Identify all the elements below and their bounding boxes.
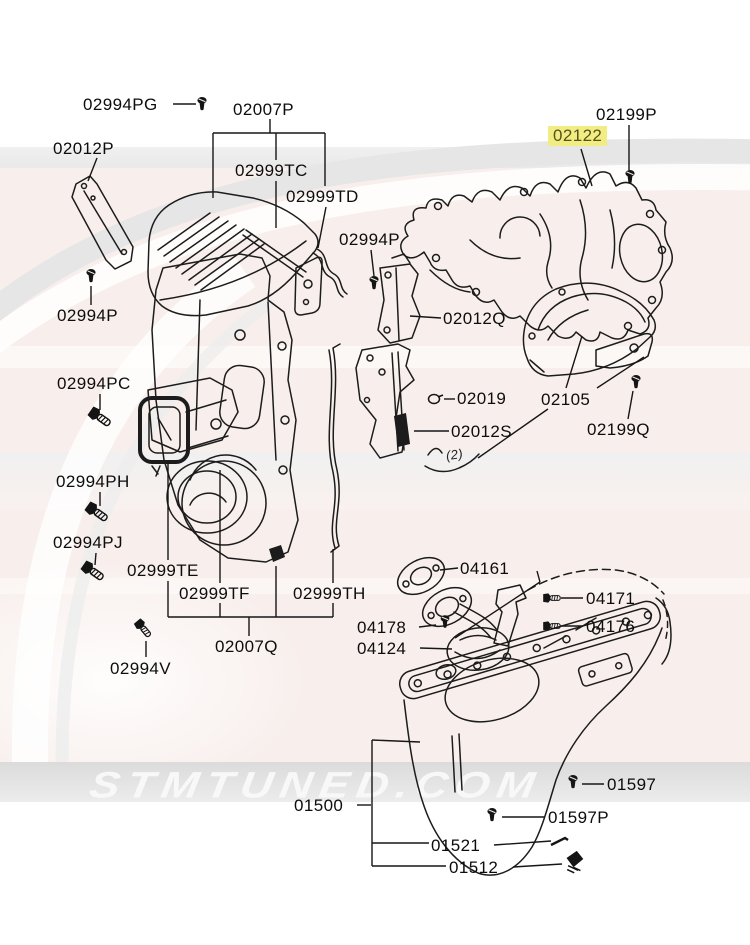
dash-mark-icon xyxy=(549,836,570,847)
leader-line xyxy=(419,647,453,650)
part-02999th-gasket xyxy=(328,343,341,553)
part-02105-cover xyxy=(522,282,657,377)
part-grommet-seal xyxy=(138,396,190,477)
part-rear-plate-02122 xyxy=(400,171,673,342)
clip-icon xyxy=(427,393,444,405)
part-02012p-bracket xyxy=(71,175,134,270)
leader-line xyxy=(409,315,442,319)
bolt2-icon xyxy=(132,617,154,640)
leader-line xyxy=(418,624,437,628)
leader-line xyxy=(565,335,583,389)
leader-line xyxy=(536,570,541,583)
watermark-band: STMTUNED.COM xyxy=(0,762,750,806)
part-02012s-bracket xyxy=(355,343,480,473)
leader-line xyxy=(493,840,552,846)
leader-line xyxy=(439,567,459,571)
leader-line xyxy=(512,863,563,868)
part-oil-pickup-strainer xyxy=(396,556,527,671)
bolt-icon xyxy=(85,268,97,283)
part-air-duct xyxy=(147,377,248,534)
bolt2-icon xyxy=(542,592,561,604)
part-02012q-bracket xyxy=(377,253,421,344)
leader-line xyxy=(94,552,97,566)
leader-line xyxy=(477,408,549,459)
leader-line xyxy=(596,356,645,389)
bolt2-icon xyxy=(83,499,111,525)
part-gasket-end xyxy=(269,545,285,562)
leader-line xyxy=(370,249,375,277)
leader-line xyxy=(580,148,593,187)
bolt-icon xyxy=(624,169,636,184)
bolt-icon xyxy=(486,807,498,822)
bolt2-icon xyxy=(542,620,561,632)
leader-line xyxy=(627,390,634,420)
bolt-icon xyxy=(196,96,208,111)
part-02999tc-gasket xyxy=(242,229,307,278)
part-02999td-gasket xyxy=(312,248,348,298)
bolt2-icon xyxy=(79,558,107,584)
leader-line xyxy=(454,581,541,639)
bolt-icon xyxy=(630,374,642,389)
leader-line xyxy=(371,739,421,743)
bolt-icon xyxy=(368,275,380,290)
part-oil-pan xyxy=(398,568,672,876)
leader-line xyxy=(317,206,327,249)
part-upper-timing-cover xyxy=(147,191,323,317)
plug-icon xyxy=(561,848,588,876)
bolt-icon xyxy=(440,614,450,629)
background-stripe xyxy=(0,346,750,368)
bolt-icon xyxy=(567,774,579,789)
leader-line xyxy=(87,157,98,182)
